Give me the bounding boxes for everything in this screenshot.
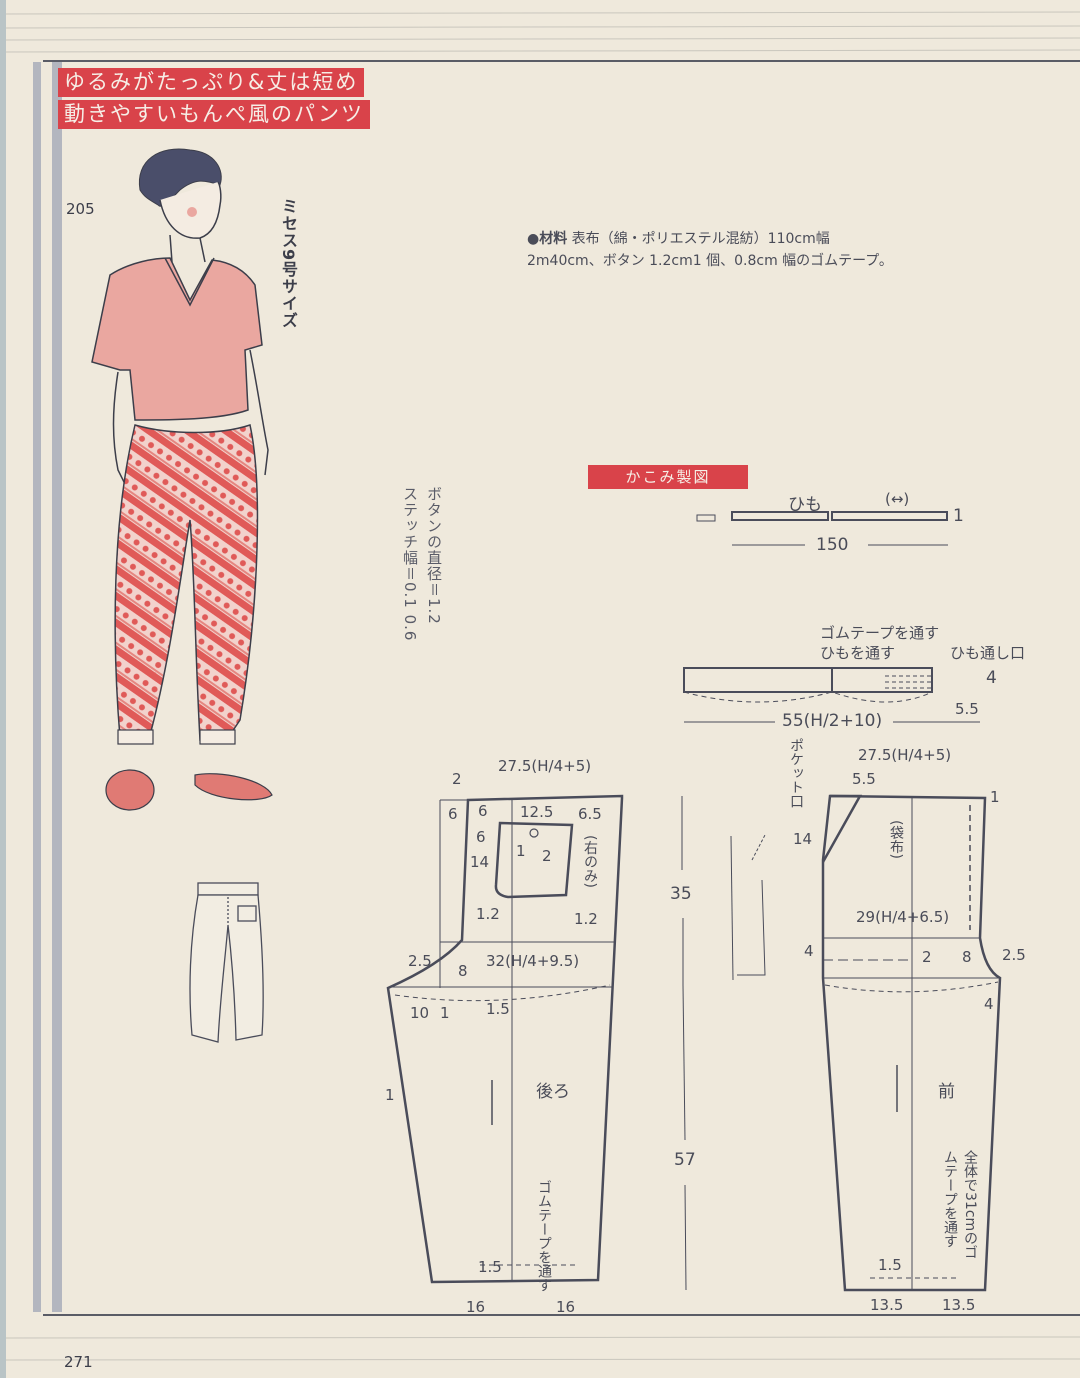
front-pocket-opening: ポケット口 — [788, 738, 804, 808]
front-piece-label: 前 — [938, 1082, 955, 1102]
front-waist-measure: 27.5(H/4+5) — [858, 746, 952, 764]
front-dim: 1.5 — [878, 1256, 902, 1274]
front-hem-note: 全体で31cmのゴムテープを通す — [942, 1150, 978, 1260]
materials-text: ●材料 表布（綿・ポリエステル混紡）110cm幅 2m40cm、ボタン 1.2c… — [527, 228, 897, 272]
tie-label: ひも — [788, 495, 822, 515]
pants-back-view — [189, 882, 264, 1043]
section-label: かこみ製図 — [588, 465, 748, 489]
waistband-tie-opening: ひも通し口 — [950, 644, 1026, 662]
back-dim: 6 — [478, 802, 488, 820]
tie-grain-mark: (↔) — [885, 490, 910, 508]
front-dim: 2.5 — [1002, 946, 1026, 964]
front-dim: 5.5 — [852, 770, 876, 788]
back-hip-measure: 32(H/4+9.5) — [486, 952, 580, 970]
upper-length: 35 — [670, 884, 692, 904]
waistband-opening-size: 5.5 — [955, 700, 979, 718]
back-dim: 2 — [542, 847, 552, 865]
back-waist-measure: 27.5(H/4+5) — [498, 757, 592, 775]
back-pocket-note: (右のみ) — [582, 835, 598, 888]
front-dim: 14 — [793, 830, 813, 848]
front-hem-left: 13.5 — [870, 1296, 904, 1314]
back-dim: 14 — [470, 853, 490, 871]
back-dim: 1 — [440, 1004, 450, 1022]
back-hem-note: ゴムテープを通す — [536, 1180, 552, 1292]
back-dim: 1.5 — [478, 1258, 502, 1276]
back-dim: 1 — [516, 842, 526, 860]
back-dim: 1.5 — [486, 1000, 510, 1018]
back-dim: 6 — [448, 805, 458, 823]
front-dim: 4 — [804, 942, 814, 960]
stitch-width-note: ステッチ幅＝0.1 0.6 — [401, 486, 419, 642]
waistband-height: 4 — [986, 668, 997, 688]
front-hip-measure: 29(H/4+6.5) — [856, 908, 950, 926]
back-dim: 10 — [410, 1004, 430, 1022]
margin-bar — [52, 62, 62, 1312]
title-line-2: 動きやすいもんぺ風のパンツ — [58, 100, 371, 129]
materials-bullet: ●材料 — [527, 231, 568, 247]
front-dim: 2 — [922, 948, 932, 966]
margin-bar — [33, 62, 41, 1312]
back-dim: 1.2 — [574, 910, 598, 928]
back-dim: 6.5 — [578, 805, 602, 823]
back-dim: 1.2 — [476, 905, 500, 923]
back-hem-right: 16 — [556, 1298, 576, 1316]
item-number: 205 — [66, 200, 95, 218]
back-dim: 1 — [385, 1086, 395, 1104]
front-pocket-bag: (袋布) — [888, 820, 904, 859]
front-hem-right: 13.5 — [942, 1296, 976, 1314]
back-dim: 6 — [476, 828, 486, 846]
title-line-1: ゆるみがたっぷり&丈は短め — [58, 68, 365, 97]
front-dim: 1 — [990, 788, 1000, 806]
back-piece-label: 後ろ — [536, 1082, 570, 1102]
back-dim: 2.5 — [408, 952, 432, 970]
front-dim: 4 — [984, 995, 994, 1013]
button-diameter-note: ボタンの直径＝1.2 — [425, 486, 443, 625]
materials-body: 表布（綿・ポリエステル混紡）110cm幅 2m40cm、ボタン 1.2cm1 個… — [527, 231, 893, 269]
page-frame — [43, 60, 1080, 1316]
tie-length: 150 — [816, 535, 849, 555]
back-hem-left: 16 — [466, 1298, 486, 1316]
waistband-tie-note: ひもを通す — [820, 644, 896, 662]
back-dim: 2 — [452, 770, 462, 788]
waistband-length: 55(H/2+10) — [782, 711, 883, 731]
lower-length: 57 — [674, 1150, 696, 1170]
tie-width: 1 — [953, 506, 964, 526]
front-dim: 8 — [962, 948, 972, 966]
back-dim: 12.5 — [520, 803, 554, 821]
waistband-elastic-note: ゴムテープを通す — [820, 624, 940, 642]
size-label: ミセス9号サイズ — [279, 198, 298, 330]
page-number: 271 — [64, 1353, 93, 1371]
back-dim: 8 — [458, 962, 468, 980]
